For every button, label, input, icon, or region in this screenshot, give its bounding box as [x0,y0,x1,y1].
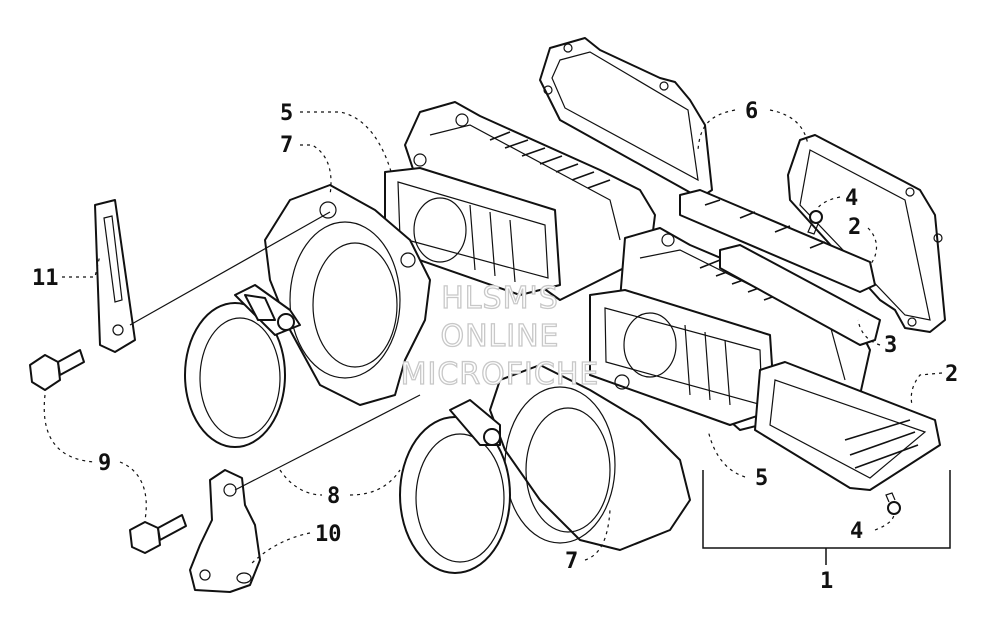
callout-7-upper: 7 [280,133,293,158]
leader-6 [697,109,809,151]
support-bracket [94,199,136,353]
callout-2-upper: 2 [848,215,861,240]
gasket-rear-left [539,37,713,199]
callout-5-lower: 5 [755,466,768,491]
watermark-line-3: MICROFICHE [401,357,600,392]
callout-4-upper: 4 [845,186,858,211]
callout-11: 11 [32,266,59,291]
watermark-line-2: ONLINE [440,319,559,354]
screw-lower [885,492,901,515]
leader-5-lower [707,429,746,478]
callout-4-lower: 4 [850,519,863,544]
leader-1-bracket [702,470,951,565]
callout-5-upper: 5 [280,101,293,126]
callout-3: 3 [884,333,897,358]
callout-1: 1 [820,569,833,594]
leader-5-upper [300,111,393,176]
bolt-lower [129,514,187,554]
leader-7-lower [584,509,611,561]
leader-7-upper [300,144,332,196]
callout-9: 9 [98,451,111,476]
intake-flange-upper [264,184,431,406]
alignment-line-lower [234,394,421,491]
reed-block-lower [589,289,776,426]
leader-4-lower [874,514,895,531]
alignment-line-upper [129,211,331,326]
gasket-rear-right [787,134,946,333]
leader-9 [43,394,147,521]
clamp-boot-upper [184,284,301,448]
watermark-line-1: HLSM'S [441,281,559,316]
leader-2-upper [867,227,878,266]
watermark: HLSM'S ONLINE MICROFICHE [400,280,600,392]
bolt-upper [29,349,85,391]
callout-7-lower: 7 [565,549,578,574]
reed-petal-upper [679,189,876,293]
leader-10 [249,532,311,566]
reed-petal-lower [754,361,941,491]
callout-6: 6 [745,99,758,124]
leader-11 [62,254,101,278]
leader-2-lower [910,372,943,406]
reed-stopper [719,244,881,346]
screw-upper [807,210,823,235]
callout-2-lower: 2 [945,362,958,387]
callout-8: 8 [327,484,340,509]
clamp-boot-lower [399,399,511,574]
callout-10: 10 [315,522,342,547]
mounting-plate [189,469,261,593]
